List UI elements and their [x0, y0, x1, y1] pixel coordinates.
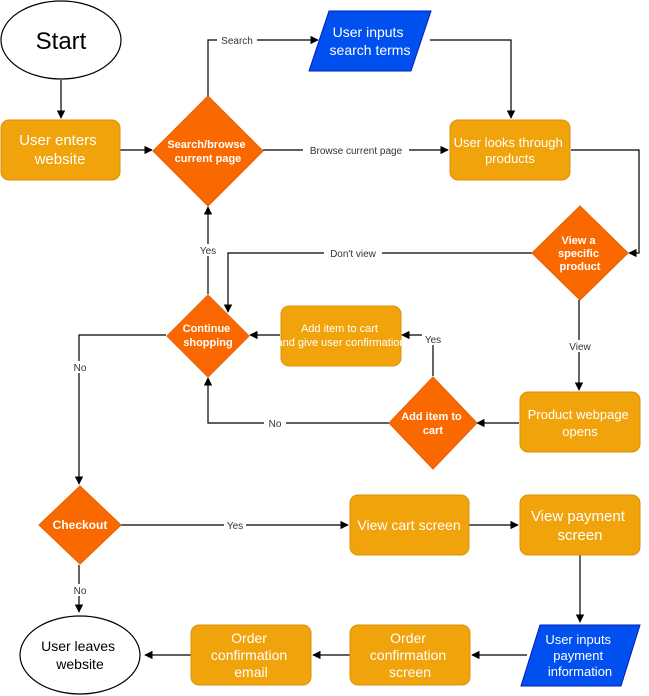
order-confirmation-email-label: Order confirmation email	[211, 630, 291, 680]
view-payment-label: View payment screen	[531, 508, 629, 544]
product-webpage-label: Product webpage opens	[528, 407, 633, 439]
order-confirmation-screen-node: Order confirmation screen	[349, 624, 471, 686]
edge-no-add	[203, 377, 389, 424]
payment-input-label: User inputs payment information	[545, 632, 614, 679]
order-confirmation-email-node: Order confirmation email	[190, 624, 312, 686]
checkout-decision: Checkout	[38, 485, 122, 565]
search-browse-label: Search/browse current page	[167, 139, 248, 165]
edge-label-no-continue: No	[74, 363, 87, 374]
search-browse-decision: Search/browse current page	[152, 95, 264, 207]
edge-label-no-checkout: No	[74, 586, 87, 597]
view-cart-node: View cart screen	[349, 494, 470, 556]
add-item-confirmation-node: Add item to cart and give user confirmat…	[276, 305, 406, 367]
view-cart-label: View cart screen	[357, 517, 460, 533]
add-to-cart-decision: Add item to cart	[388, 376, 478, 470]
continue-shopping-label: Continue shopping	[183, 323, 234, 349]
edge-dont-view	[223, 252, 541, 313]
add-item-confirmation-label: Add item to cart and give user confirmat…	[276, 323, 405, 349]
start-label: Start	[36, 28, 87, 55]
user-looks-label: User looks through products	[454, 135, 567, 166]
add-to-cart-label: Add item to cart	[401, 411, 465, 437]
user-looks-node: User looks through products	[449, 119, 571, 181]
user-enters-node: User enters website	[0, 119, 121, 181]
edge-label-no-add: No	[269, 419, 282, 430]
edge-search-branch	[207, 35, 319, 96]
user-enters-label: User enters website	[19, 132, 101, 168]
search-terms-label: User inputs search terms	[330, 24, 411, 58]
checkout-label: Checkout	[53, 518, 108, 532]
edge-no-continue	[74, 334, 166, 485]
product-webpage-node: Product webpage opens	[519, 391, 641, 453]
edge-label-browse: Browse current page	[310, 146, 403, 157]
payment-input-node: User inputs payment information	[520, 624, 641, 687]
user-leaves-node: User leaves website	[19, 615, 141, 695]
order-confirmation-screen-label: Order confirmation screen	[370, 630, 450, 680]
start-node: Start	[0, 0, 122, 80]
edge-label-yes-add: Yes	[425, 335, 441, 346]
edge-label-dont-view: Don't view	[330, 249, 377, 260]
edge-looks-to-view-decision	[571, 149, 640, 258]
search-terms-input-node: User inputs search terms	[308, 10, 432, 72]
user-leaves-label: User leaves website	[41, 638, 119, 672]
edge-label-yes-continue: Yes	[200, 246, 216, 257]
view-product-label: View a specific product	[558, 235, 602, 273]
edge-label-yes-checkout: Yes	[227, 521, 243, 532]
view-product-decision: View a specific product	[531, 205, 629, 301]
continue-shopping-decision: Continue shopping	[166, 294, 250, 378]
view-payment-node: View payment screen	[519, 494, 641, 556]
edge-label-view: View	[569, 342, 591, 353]
edge-search-terms-to-looks	[430, 39, 516, 119]
edge-label-search: Search	[221, 36, 253, 47]
